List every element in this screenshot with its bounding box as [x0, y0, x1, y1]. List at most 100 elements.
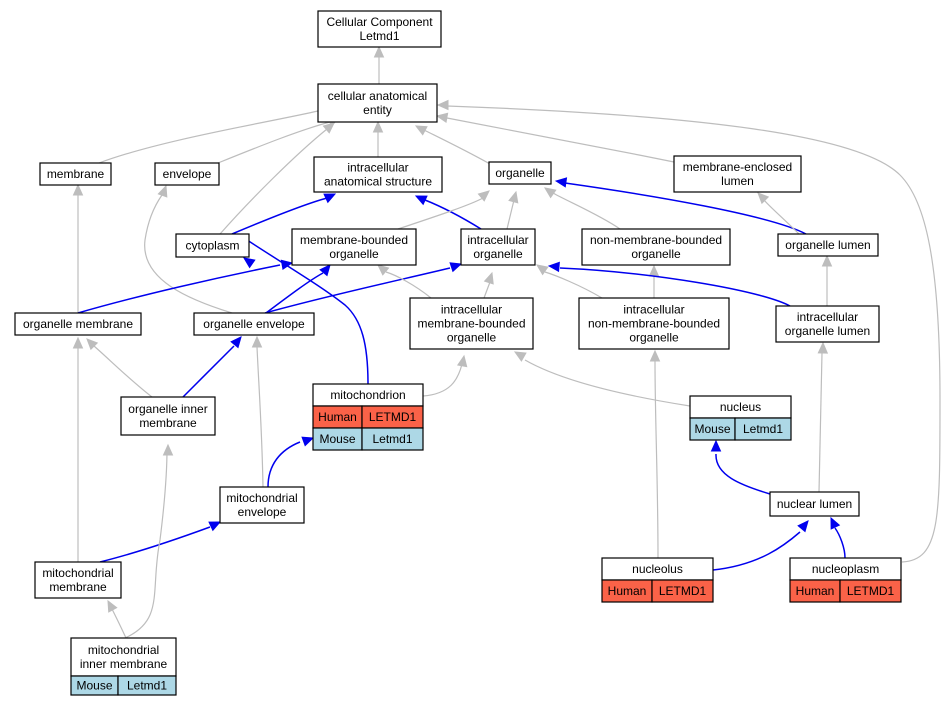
- edge-oe-io-line: [264, 267, 451, 314]
- node-nl[interactable]: nuclear lumen: [769, 491, 860, 517]
- edge-nucleolus-nl-line: [712, 531, 801, 571]
- node-mim-gene-label: Letmd1: [127, 679, 167, 693]
- node-om-label: organelle membrane: [23, 317, 133, 331]
- node-organelle-label: organelle: [495, 166, 545, 180]
- node-organelle[interactable]: organelle: [488, 161, 552, 185]
- node-mim-label: inner membrane: [80, 657, 168, 671]
- node-inmbo-label: non-membrane-bounded: [588, 317, 720, 331]
- edge-nucleoplasm-cae-arrowhead: [436, 99, 449, 111]
- node-nucleolus-gene-label: LETMD1: [659, 584, 707, 598]
- graph-edges: [72, 45, 941, 639]
- edge-cytoplasm-cae: [219, 122, 335, 235]
- edge-ias-cae: [372, 120, 384, 157]
- edge-nucleolus-inmbo: [649, 349, 661, 559]
- node-nucleoplasm-label: nucleoplasm: [812, 562, 879, 576]
- node-me-box: [219, 486, 305, 524]
- edge-cytoplasm-ias-arrowhead: [323, 193, 337, 204]
- edge-mito-imbo: [422, 354, 468, 397]
- node-nucleolus-gene-cell: [651, 579, 714, 603]
- edge-nucleolus-nl: [712, 520, 809, 571]
- edge-oe-mbo-arrowhead: [319, 264, 331, 277]
- node-ias-label: intracellular: [347, 161, 408, 175]
- edge-io-organelle-line: [506, 199, 515, 230]
- node-envelope[interactable]: envelope: [154, 162, 220, 186]
- edge-mm-me-arrowhead: [208, 521, 222, 532]
- edge-iol-io-line: [559, 267, 791, 307]
- edge-nl-nucleus-arrowhead: [710, 439, 722, 452]
- node-oe-box: [193, 312, 315, 336]
- node-inmbo-label: organelle: [629, 331, 679, 345]
- node-ol[interactable]: organelle lumen: [777, 233, 879, 257]
- edge-imbo-mbo-arrowhead: [377, 264, 390, 276]
- node-om[interactable]: organelle membrane: [14, 312, 142, 336]
- edge-mel-cae-arrowhead: [435, 112, 449, 124]
- edge-nmbo-organelle-arrowhead: [544, 187, 557, 199]
- node-ias-box: [313, 156, 443, 193]
- node-me-label: envelope: [238, 505, 287, 519]
- edge-me-mito-line: [267, 441, 301, 488]
- edge-inmbo-io-arrowhead: [536, 264, 549, 276]
- node-inmbo[interactable]: intracellularnon-membrane-boundedorganel…: [578, 297, 730, 350]
- edge-mito-imbo-arrowhead: [456, 354, 468, 368]
- node-oe[interactable]: organelle envelope: [193, 312, 315, 336]
- edge-oim-om-arrowhead: [86, 338, 99, 351]
- node-mito-species-label: Mouse: [319, 432, 355, 446]
- edge-nucleolus-inmbo-line: [654, 360, 659, 559]
- node-nmbo-label: organelle: [631, 247, 681, 261]
- node-cae-label: entity: [363, 103, 392, 117]
- node-io-label: organelle: [473, 247, 523, 261]
- edge-oe-mbo: [265, 264, 331, 314]
- edge-nucleus-imbo-arrowhead: [513, 351, 527, 362]
- edge-nucleoplasm-nl-line: [834, 527, 846, 559]
- edge-mim-mm-arrowhead: [107, 599, 118, 613]
- node-nucleoplasm-gene-cell: [839, 579, 902, 603]
- node-imbo-label: organelle: [447, 331, 497, 345]
- edge-om-mbo-line: [77, 264, 281, 314]
- node-membrane-box: [39, 162, 112, 186]
- node-cytoplasm[interactable]: cytoplasm: [175, 233, 250, 258]
- node-mel-label: membrane-enclosed: [683, 160, 792, 174]
- edge-nmbo-organelle: [544, 187, 621, 230]
- edge-oim-oe-line: [182, 345, 235, 398]
- node-me-label: mitochondrial: [226, 491, 297, 505]
- node-cytoplasm-label: cytoplasm: [185, 239, 239, 253]
- edge-nl-iol-arrowhead: [817, 341, 829, 354]
- edge-oe-envelope: [144, 184, 233, 314]
- node-envelope-label: envelope: [163, 167, 212, 181]
- node-mm-box: [34, 561, 122, 599]
- node-root-label: Cellular Component: [326, 15, 433, 29]
- node-cae-label: cellular anatomical: [328, 89, 427, 103]
- edge-nl-iol-line: [818, 352, 823, 493]
- edge-mel-cae-line: [446, 117, 675, 163]
- edge-mim-oim-arrowhead: [162, 443, 174, 456]
- node-membrane[interactable]: membrane: [39, 162, 112, 186]
- node-mito-species-label: Human: [318, 410, 357, 424]
- node-nl-box: [769, 491, 860, 517]
- edge-om-membrane-arrowhead: [72, 183, 84, 196]
- edge-me-oe: [251, 335, 264, 488]
- edge-organelle-cae-arrowhead: [414, 125, 428, 136]
- edge-cae-root-arrowhead: [373, 45, 385, 58]
- node-io-label: intracellular: [467, 233, 528, 247]
- node-mel-label: lumen: [721, 174, 754, 188]
- edge-oe-io: [264, 262, 463, 314]
- edge-io-organelle-arrowhead: [508, 190, 519, 204]
- node-envelope-box: [154, 162, 220, 186]
